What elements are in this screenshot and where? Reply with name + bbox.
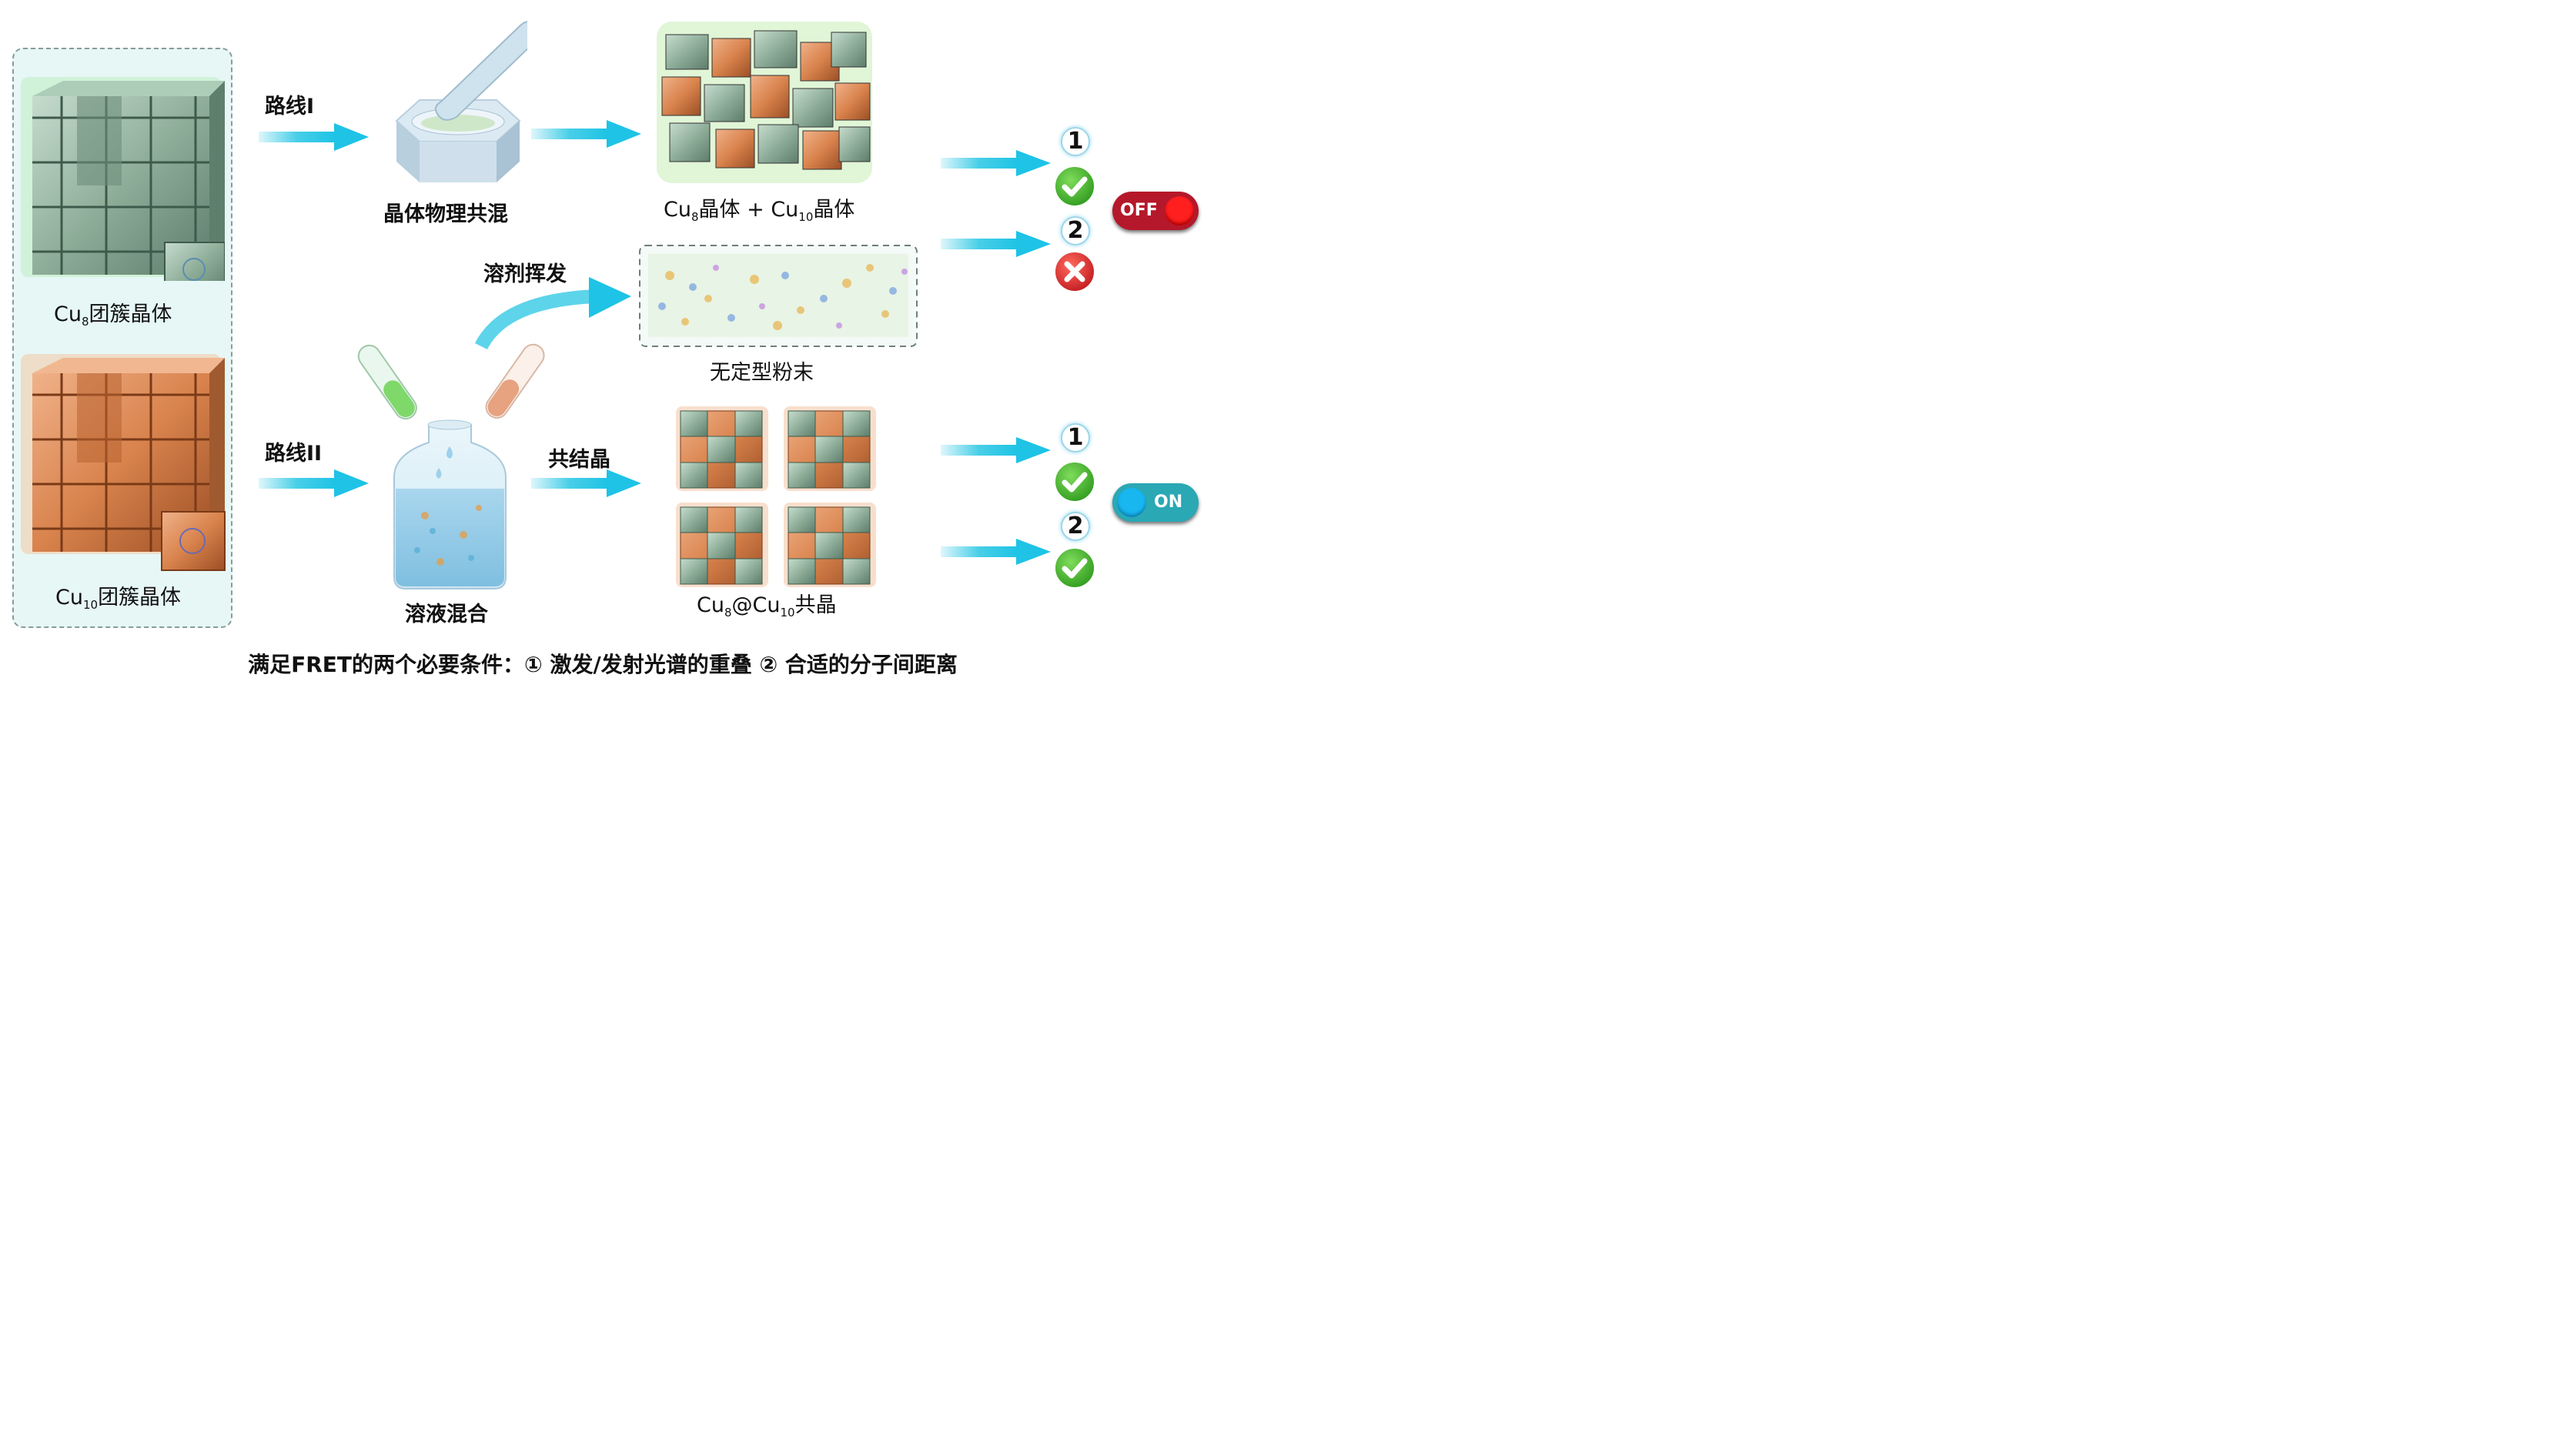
route1-arrow xyxy=(259,123,369,151)
condition-number-top-1: 1 xyxy=(1061,127,1090,156)
cu8-crystal-image xyxy=(21,77,225,281)
solution-mixing-image xyxy=(357,343,545,589)
condition-arrow-top-1 xyxy=(941,150,1051,176)
cu10-crystal-image xyxy=(21,354,226,571)
off-switch: OFF xyxy=(1112,192,1199,230)
condition-arrow-top-2 xyxy=(941,231,1051,257)
route1-label: 路线I xyxy=(265,95,315,119)
condition-number-bottom-1: 1 xyxy=(1061,423,1090,452)
fret-conditions-caption: 满足FRET的两个必要条件：① 激发/发射光谱的重叠 ② 合适的分子间距离 xyxy=(248,652,958,677)
mortar-and-pestle-image xyxy=(395,21,527,182)
cocrystal-label: Cu8@Cu10共晶 xyxy=(697,593,837,619)
off-switch-knob xyxy=(1165,196,1194,225)
solution-mixing-label: 溶液混合 xyxy=(405,603,488,626)
condition-arrow-bottom-2 xyxy=(941,539,1051,565)
condition-number-bottom-2: 2 xyxy=(1061,512,1090,541)
check-icon xyxy=(1054,547,1095,589)
on-switch-knob xyxy=(1117,488,1146,517)
check-icon xyxy=(1054,461,1095,503)
mixing-to-product-arrow xyxy=(531,120,641,148)
cocrystal-image xyxy=(676,406,876,587)
amorphous-powder-image xyxy=(639,245,918,347)
cu8-crystal-label: Cu8团簇晶体 xyxy=(54,302,172,329)
condition-number-top-2: 2 xyxy=(1061,216,1090,245)
cocrystallization-label: 共结晶 xyxy=(548,448,610,472)
evaporation-arrow xyxy=(474,277,631,350)
off-switch-label: OFF xyxy=(1120,201,1158,220)
on-switch: ON xyxy=(1112,483,1199,522)
check-icon xyxy=(1054,165,1095,207)
cross-icon xyxy=(1054,251,1095,292)
on-switch-label: ON xyxy=(1154,493,1183,512)
physical-mixture-label: Cu8晶体 + Cu10晶体 xyxy=(664,198,855,224)
amorphous-powder-label: 无定型粉末 xyxy=(710,361,814,385)
route2-label: 路线II xyxy=(265,442,323,466)
mixed-crystals-image xyxy=(657,22,872,183)
physical-mixing-label: 晶体物理共混 xyxy=(383,202,508,226)
solvent-evaporation-label: 溶剂挥发 xyxy=(483,262,567,286)
cocrystallization-arrow xyxy=(531,469,641,497)
route2-arrow xyxy=(259,469,369,497)
condition-arrow-bottom-1 xyxy=(941,437,1051,463)
cu10-crystal-label: Cu10团簇晶体 xyxy=(55,586,182,612)
